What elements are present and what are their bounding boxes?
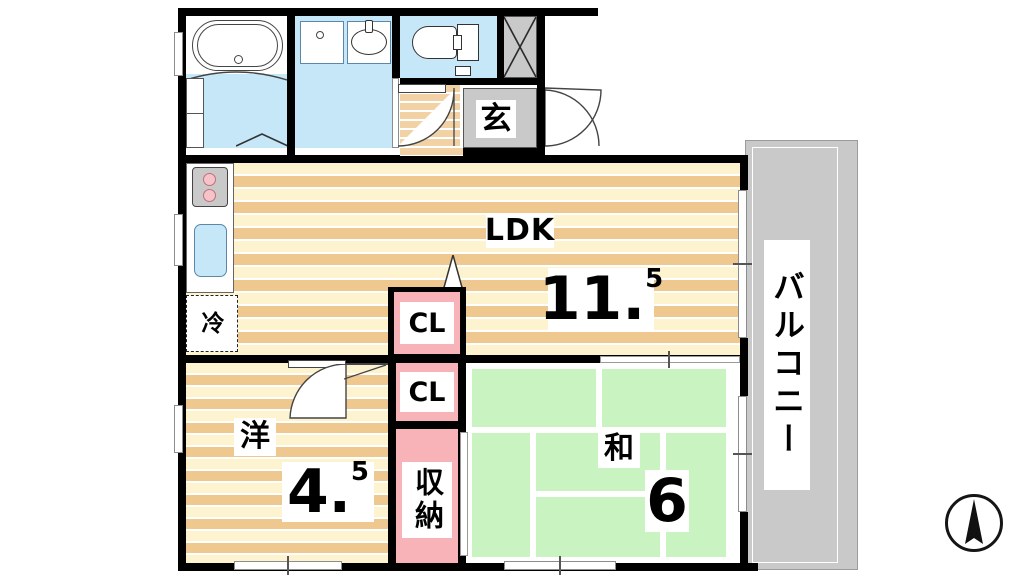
ldk-sliding-door-upper [738,190,747,264]
japanese-room-label: 和 [598,430,640,468]
washroom-door-jamb [392,78,399,148]
toilet-paper-holder [455,66,471,76]
wall-shoecloset-right [537,8,545,78]
shoe-closet-x-icon [503,16,537,78]
bathtub-drain-icon [234,55,243,64]
wall-genkan-right [537,85,545,148]
wall-ldk-top [178,155,748,163]
bathroom-side-panel-line [186,113,204,115]
wall-top-outer [178,8,598,16]
western-room-door-swing [289,364,347,419]
bathroom-window [174,32,183,76]
ldk-sliding-door-lower [738,264,747,338]
wall-closet-divider [388,421,466,429]
japanese-room-sliding-door-lower [738,454,747,512]
closet-lower-label: CL [400,372,454,412]
washing-machine-drain-icon [316,31,324,39]
tatami-mat-2 [601,368,727,428]
western-room-sliding-mark [344,364,387,380]
kitchen-window [174,214,183,266]
wall-western-left [178,355,186,570]
bathtub-apron [186,71,287,81]
ldk-size-frac: 5 [645,264,664,294]
ldk-size: 11.5 [538,264,664,334]
ldk-label: LDK [484,213,556,248]
closet-upper-label: CL [400,302,454,344]
burner-rear-icon [203,189,216,202]
western-room-size: 4.5 [282,457,374,527]
western-room-label: 洋 [234,418,276,456]
wall-ldk-right [740,155,748,190]
wall-bath-right [287,8,295,156]
japanese-room-top-opening [600,356,740,363]
toilet-tank-detail [453,35,462,50]
western-room-window-left [174,405,183,453]
japanese-room-fusuma-left [460,432,468,556]
wall-washroom-right [392,8,400,78]
faucet-icon [365,20,373,33]
ldk-sliding-door-mark [733,263,752,265]
hall-door-panel [398,84,446,93]
washing-machine-pan [300,21,344,64]
wall-toilet-right [497,8,504,78]
wall-ldk-right-lower [740,338,748,360]
wall-japanese-right-lower [740,512,748,570]
balcony-inner-edge [752,147,838,563]
wall-bottom-outer [178,563,758,571]
tatami-mat-1 [471,368,597,428]
ldk-size-whole: 11 [538,264,623,334]
entrance-door-swing [545,87,602,147]
wall-entrance-threshold [463,148,545,155]
burner-front-icon [203,173,216,186]
wall-closet-col-left [388,355,396,570]
japanese-room-sliding-door-mark [733,453,752,455]
wall-toilet-bottom [400,78,545,85]
western-room-size-frac: 5 [350,457,369,487]
western-room-size-whole: 4 [287,457,329,527]
balcony-label: バルコニー [764,240,810,490]
bathroom-folding-door [236,133,288,147]
western-room-door-line [346,363,388,365]
wall-japanese-right [740,360,748,396]
ldk-entry-step [400,148,463,156]
japanese-room-sliding-door-upper [738,396,747,454]
tatami-mat-5 [535,496,661,558]
japanese-room-size: 6 [645,466,689,536]
north-compass-needle-icon [965,499,983,544]
wall-left-upper [178,8,186,156]
storage-shuno-label: 収納 [402,462,452,538]
toilet-bowl [412,26,457,59]
kitchen-sink [194,224,227,277]
hall-door-swing-arc [398,88,455,147]
tatami-mat-3 [471,432,531,558]
western-room-window-mark [287,556,289,575]
genkan-label: 玄 [476,100,516,138]
japanese-room-window-mark [559,556,561,575]
refrigerator-label: 冷 [198,310,228,338]
japanese-room-top-opening-mark [668,351,670,368]
